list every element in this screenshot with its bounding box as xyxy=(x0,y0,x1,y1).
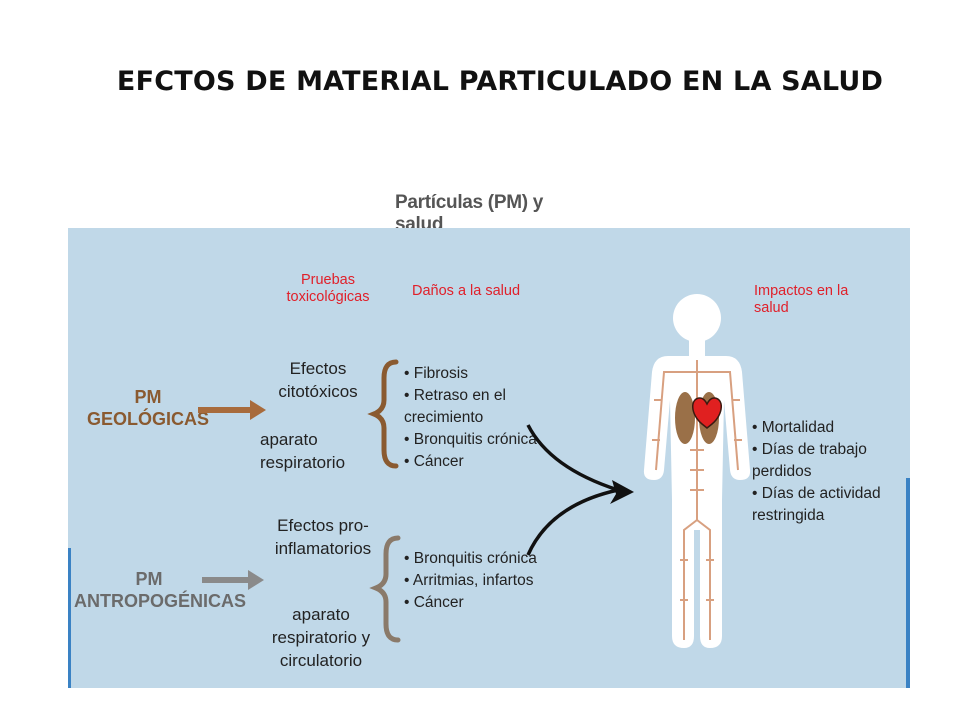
anthropogenic-system: aparato respiratorio y circulatorio xyxy=(271,605,371,670)
header-tests: Pruebas toxicológicas xyxy=(286,272,370,305)
anthropogenic-damage-list: Bronquitis crónica Arritmias, infartos C… xyxy=(404,548,554,614)
damage-item: Fibrosis xyxy=(404,363,574,385)
source-geologic: PM GEOLÓGICAS xyxy=(86,387,209,429)
impact-item: Días de actividad restringida xyxy=(752,483,912,527)
geologic-damage-list: Fibrosis Retraso en el crecimiento Bronq… xyxy=(404,363,574,473)
damage-item: Cáncer xyxy=(404,451,574,473)
damage-item: Bronquitis crónica xyxy=(404,429,574,451)
header-damage: Daños a la salud xyxy=(412,283,521,299)
geologic-system: aparato respiratorio xyxy=(260,430,346,472)
impact-item: Mortalidad xyxy=(752,417,912,439)
source-anthropogenic: PM ANTROPOGÉNICAS xyxy=(74,569,247,611)
damage-item: Bronquitis crónica xyxy=(404,548,554,570)
panel-edge-left xyxy=(68,548,71,688)
header-impacts: Impactos en la salud xyxy=(754,283,849,316)
geologic-effects: Efectos citotóxicos xyxy=(278,359,358,401)
anthropogenic-effects: Efectos pro-inflamatorios xyxy=(274,516,372,558)
damage-item: Cáncer xyxy=(404,592,554,614)
impact-item: Días de trabajo perdidos xyxy=(752,439,912,483)
damage-item: Arritmias, infartos xyxy=(404,570,554,592)
impacts-list: Mortalidad Días de trabajo perdidos Días… xyxy=(752,417,912,527)
damage-item: Retraso en el crecimiento xyxy=(404,385,574,429)
panel-edge-right xyxy=(906,478,910,688)
slide-title: EFCTOS DE MATERIAL PARTICULADO EN LA SAL… xyxy=(116,66,884,97)
